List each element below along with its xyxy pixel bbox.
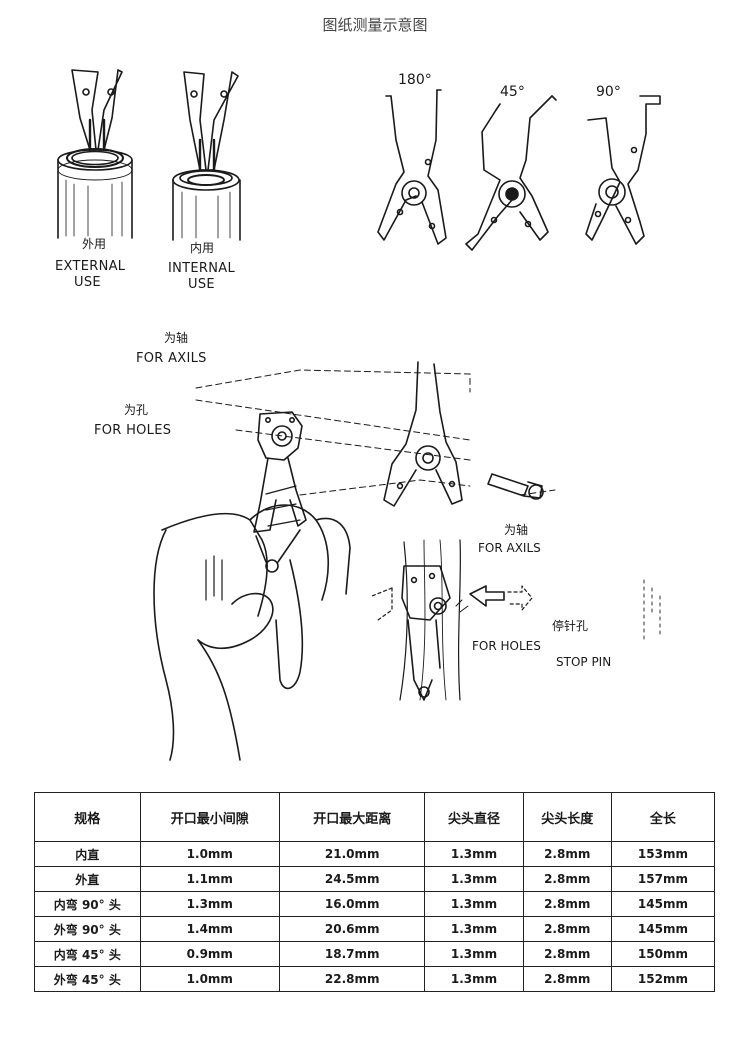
cell-min-gap: 1.0mm — [139, 841, 281, 867]
angle-180-label: 180° — [398, 72, 432, 88]
angle-90-label: 90° — [596, 84, 621, 100]
main-assembly-figure — [153, 361, 661, 761]
table-header-row: 规格 开口最小间隙 开口最大距离 尖头直径 尖头长度 全长 — [34, 792, 716, 842]
cell-tip-diameter: 1.3mm — [424, 891, 524, 917]
internal-cn-label: 内用 — [190, 241, 214, 255]
page-title: 图纸测量示意图 — [322, 16, 428, 34]
cell-tip-length: 2.8mm — [522, 941, 612, 967]
header-max-opening: 开口最大距离 — [278, 792, 426, 842]
cell-min-gap: 1.3mm — [139, 891, 281, 917]
spec-table: 规格 开口最小间隙 开口最大距离 尖头直径 尖头长度 全长 内直 1.0mm 2… — [34, 792, 716, 992]
table-row: 内弯 90° 头 1.3mm 16.0mm 1.3mm 2.8mm 145mm — [34, 891, 716, 917]
cell-tip-diameter: 1.3mm — [424, 866, 524, 892]
cell-min-gap: 1.4mm — [139, 916, 281, 942]
stop-pin-en-label: STOP PIN — [556, 655, 611, 669]
cell-max-opening: 21.0mm — [278, 841, 426, 867]
illustration: 外用 EXTERNAL USE 内用 INTERNAL USE 180° 45°… — [55, 69, 661, 761]
external-use-figure — [57, 69, 133, 239]
cell-total-length: 150mm — [610, 941, 716, 967]
cell-min-gap: 1.0mm — [139, 966, 281, 992]
internal-en-label-1: INTERNAL — [168, 261, 235, 276]
cell-tip-length: 2.8mm — [522, 966, 612, 992]
cell-spec: 外弯 45° 头 — [34, 966, 141, 992]
header-total-length: 全长 — [610, 792, 716, 842]
plier-45-figure — [465, 95, 557, 251]
table-row: 外弯 45° 头 1.0mm 22.8mm 1.3mm 2.8mm 152mm — [34, 966, 716, 992]
axils-cn-mid-label: 为轴 — [504, 522, 528, 537]
cell-tip-length: 2.8mm — [522, 866, 612, 892]
holes-en-bottom-label: FOR HOLES — [472, 639, 541, 653]
holes-cn-top-label: 为孔 — [124, 403, 148, 417]
cell-tip-length: 2.8mm — [522, 891, 612, 917]
header-tip-diameter: 尖头直径 — [424, 792, 524, 842]
cell-max-opening: 22.8mm — [278, 966, 426, 992]
axils-cn-top-label: 为轴 — [164, 330, 188, 345]
plier-90-figure — [585, 95, 661, 245]
external-en-label-2: USE — [74, 275, 101, 290]
table-row: 内弯 45° 头 0.9mm 18.7mm 1.3mm 2.8mm 150mm — [34, 941, 716, 967]
header-min-gap: 开口最小间隙 — [139, 792, 281, 842]
external-cn-label: 外用 — [82, 237, 106, 251]
cell-spec: 外直 — [34, 866, 141, 892]
cell-spec: 内直 — [34, 841, 141, 867]
cell-max-opening: 16.0mm — [278, 891, 426, 917]
cell-spec: 内弯 45° 头 — [34, 941, 141, 967]
cell-tip-length: 2.8mm — [522, 916, 612, 942]
table-row: 外弯 90° 头 1.4mm 20.6mm 1.3mm 2.8mm 145mm — [34, 916, 716, 942]
table-row: 外直 1.1mm 24.5mm 1.3mm 2.8mm 157mm — [34, 866, 716, 892]
internal-use-figure — [172, 71, 241, 241]
cell-min-gap: 0.9mm — [139, 941, 281, 967]
cell-total-length: 145mm — [610, 891, 716, 917]
cell-max-opening: 18.7mm — [278, 941, 426, 967]
angle-45-label: 45° — [500, 84, 525, 100]
cell-tip-diameter: 1.3mm — [424, 841, 524, 867]
internal-en-label-2: USE — [188, 277, 215, 292]
cell-min-gap: 1.1mm — [139, 866, 281, 892]
cell-tip-diameter: 1.3mm — [424, 941, 524, 967]
axils-en-top-label: FOR AXILS — [136, 351, 207, 366]
cell-max-opening: 24.5mm — [278, 866, 426, 892]
cell-total-length: 145mm — [610, 916, 716, 942]
cell-tip-length: 2.8mm — [522, 841, 612, 867]
cell-total-length: 152mm — [610, 966, 716, 992]
header-tip-length: 尖头长度 — [522, 792, 612, 842]
table-row: 内直 1.0mm 21.0mm 1.3mm 2.8mm 153mm — [34, 841, 716, 867]
cell-total-length: 157mm — [610, 866, 716, 892]
holes-en-top-label: FOR HOLES — [94, 423, 171, 438]
header-spec: 规格 — [34, 792, 141, 842]
cell-max-opening: 20.6mm — [278, 916, 426, 942]
axils-en-mid-label: FOR AXILS — [478, 541, 541, 555]
cell-tip-diameter: 1.3mm — [424, 966, 524, 992]
external-en-label-1: EXTERNAL — [55, 259, 126, 274]
cell-spec: 内弯 90° 头 — [34, 891, 141, 917]
cell-spec: 外弯 90° 头 — [34, 916, 141, 942]
stop-pin-cn-label: 停针孔 — [552, 618, 588, 633]
cell-tip-diameter: 1.3mm — [424, 916, 524, 942]
cell-total-length: 153mm — [610, 841, 716, 867]
plier-180-figure — [377, 89, 447, 245]
